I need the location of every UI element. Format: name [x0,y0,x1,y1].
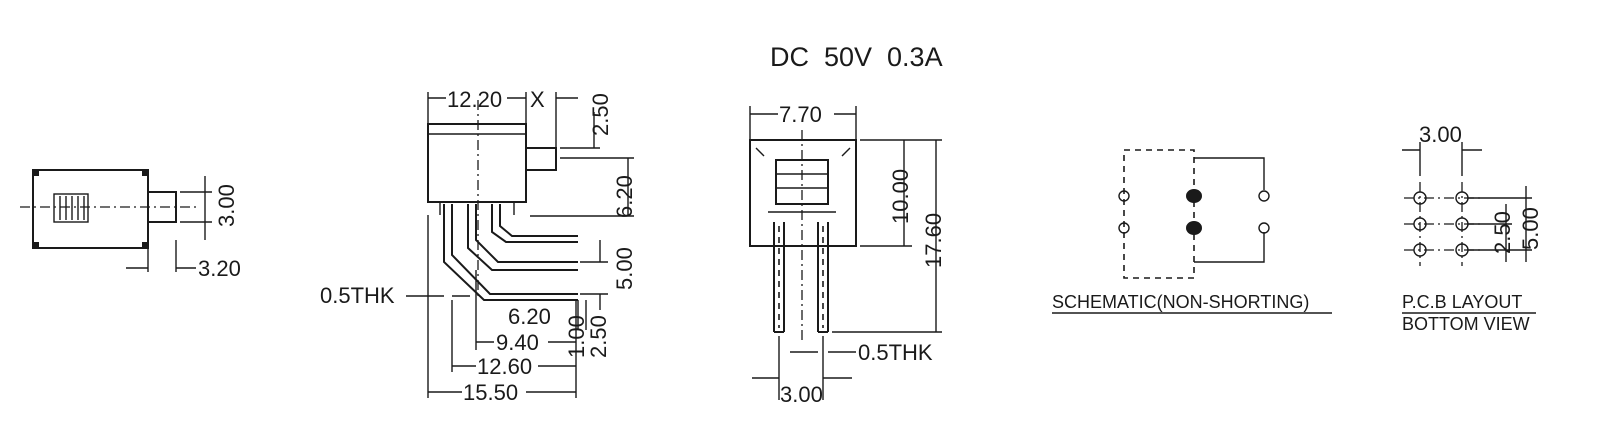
dim-front-pin-spacing: 3.00 [780,382,823,407]
dim-front-overall-height: 17.60 [921,213,946,268]
rating-header: DC 50V 0.3A [770,42,943,72]
dim-side-pin-offset-b: 2.50 [586,315,611,358]
dim-side-bend-inner: 6.20 [508,304,551,329]
dim-side-actuator-height: 6.20 [612,175,637,218]
dim-front-body-height: 10.00 [888,169,913,224]
side-view-actuator [525,147,557,171]
top-view-corner [142,242,148,248]
front-view: 7.70 10.00 17.60 0.5THK 3.00 [749,102,946,407]
side-view: 12.20 X 2.50 6.20 5.00 0.5THK 6.20 1.00 … [320,87,637,405]
dim-side-x-mark: X [530,87,545,112]
schematic-label: SCHEMATIC(NON-SHORTING) [1052,292,1309,312]
schematic: SCHEMATIC(NON-SHORTING) [1052,149,1332,314]
side-view-terminals [443,204,578,301]
front-view-body [749,139,857,247]
dim-pcb-row-pitch: 2.50 [1490,211,1515,254]
front-view-pins [773,222,829,333]
pcb-layout: 3.00 2.50 5.00 P.C.B LAYOUT BOTTOM VIEW [1402,122,1543,334]
schematic-terminals [1118,189,1270,235]
dim-side-body-width: 12.20 [447,87,502,112]
side-view-body [427,123,527,203]
dim-pcb-col-spacing: 3.00 [1419,122,1462,147]
dim-pcb-total-pitch: 5.00 [1518,207,1543,250]
top-view-body [32,169,149,249]
dim-side-overall: 15.50 [463,380,518,405]
dim-front-body-width: 7.70 [779,102,822,127]
top-view-knob-slot [53,193,89,223]
dim-top-width: 3.00 [214,184,239,227]
dim-side-pin-pitch: 5.00 [612,247,637,290]
top-view-corner [142,170,148,176]
pcb-bottom-view-label: BOTTOM VIEW [1402,314,1530,334]
pcb-layout-label: P.C.B LAYOUT [1402,292,1522,312]
schematic-dashed-frame [1123,149,1195,279]
schematic-link-line [1194,232,1265,263]
dim-side-span-a: 9.40 [496,330,539,355]
dim-side-span-b: 12.60 [477,354,532,379]
top-view-knob-grip [59,196,85,220]
dim-top-actuator: 3.20 [198,256,241,281]
dim-side-thickness: 0.5THK [320,283,395,308]
dim-front-thickness: 0.5THK [858,340,933,365]
top-view: 3.00 3.20 [20,169,241,281]
dim-side-actuator-travel: 2.50 [588,93,613,136]
top-view-corner [33,170,39,176]
schematic-link-line [1194,157,1265,190]
top-view-corner [33,242,39,248]
